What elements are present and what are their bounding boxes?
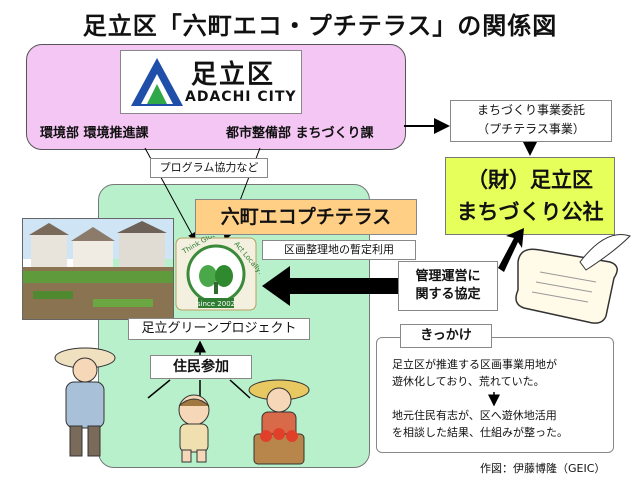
consignment-line1: まちづくり事業委託 xyxy=(476,103,585,117)
agreement-arrow xyxy=(262,266,402,306)
diagram-title: 足立区「六町エコ・プチテラス」の関係図 xyxy=(82,12,558,40)
program-support-note: プログラム協力など xyxy=(150,158,268,178)
garden-photo xyxy=(22,218,174,320)
resident-participation-label: 住民参加 xyxy=(150,355,252,379)
reason-p2-line2: を相談した結果、仕組みが整った。 xyxy=(392,426,568,439)
triangle-logo-icon xyxy=(131,58,183,106)
reason-p1-line1: 足立区が推進する区画事業用地が xyxy=(392,358,557,371)
adachi-city-logo: 足立区 ADACHI CITY xyxy=(120,50,302,114)
elderly-gardener-illustration xyxy=(54,347,116,457)
reason-label: きっかけ xyxy=(400,324,492,348)
dept-environment: 環境部 環境推進課 xyxy=(40,126,149,141)
logo-text-en: ADACHI CITY xyxy=(185,89,297,105)
reason-p1-line2: 遊休化しており、荒れていた。 xyxy=(392,375,545,388)
management-agreement-box: 管理運営に 関する協定 xyxy=(398,261,498,311)
green-project-label: 足立グリーンプロジェクト xyxy=(128,318,310,340)
corporation-line2: まちづくり公社 xyxy=(456,200,604,224)
emblem-since-text: since 2002 xyxy=(197,300,235,308)
corporation-line1: （財）足立区 xyxy=(467,168,593,192)
reason-p2-line1: 地元住民有志が、区へ遊休地活用 xyxy=(392,409,557,422)
management-line2: 関する協定 xyxy=(415,287,481,302)
farmer-with-basket-illustration xyxy=(248,379,310,465)
logo-text-jp: 足立区 xyxy=(191,60,276,90)
child-illustration xyxy=(178,394,210,463)
corp-arrow xyxy=(498,228,524,272)
scroll-quill-illustration xyxy=(515,234,631,324)
corporation-box: （財）足立区 まちづくり公社 xyxy=(445,157,615,235)
dept-urban: 都市整備部 まちづくり課 xyxy=(226,126,374,141)
land-use-note: 区画整理地の暫定利用 xyxy=(262,240,416,260)
consignment-line2: （プチテラス事業） xyxy=(477,122,585,136)
credit-text: 作図：伊藤博隆（GEIC） xyxy=(480,462,606,475)
consignment-box: まちづくり事業委託 （プチテラス事業） xyxy=(450,100,612,142)
eco-terrace-title: 六町エコプチテラス xyxy=(195,199,417,235)
management-line1: 管理運営に xyxy=(415,269,481,284)
